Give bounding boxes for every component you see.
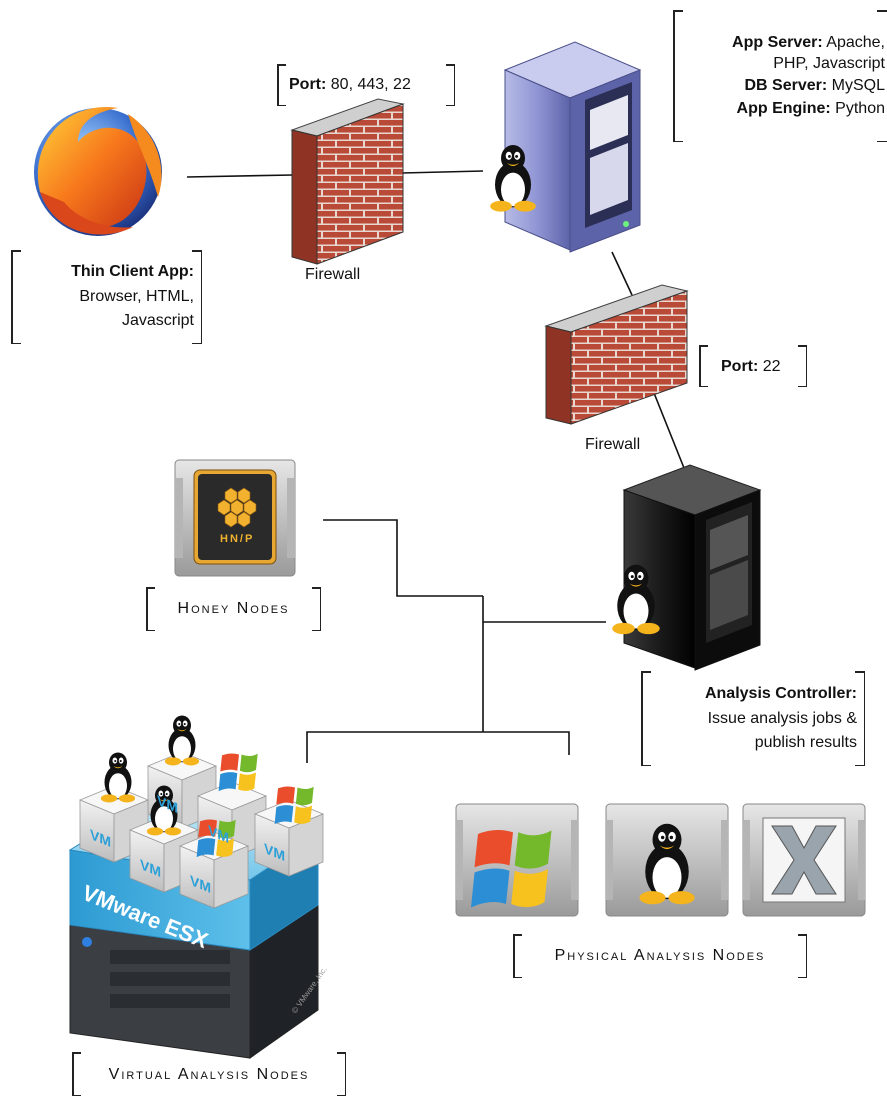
firewall-icon-1 bbox=[290, 98, 405, 265]
physical-macosx-node bbox=[742, 803, 866, 917]
port-mid-label: Port: 22 bbox=[721, 358, 781, 375]
honey-nodes-bracket: Honey Nodes bbox=[146, 587, 321, 631]
virtual-nodes-label: Virtual Analysis Nodes bbox=[108, 1066, 310, 1083]
physical-windows-node bbox=[455, 803, 579, 917]
db-server-label: DB Server: MySQL bbox=[744, 77, 886, 94]
port-top-label: Port: 80, 443, 22 bbox=[289, 76, 411, 93]
analysis-controller-line3: publish results bbox=[754, 734, 857, 751]
thin-client-title: Thin Client App: bbox=[71, 263, 194, 280]
thin-client-bracket: Thin Client App: Browser, HTML, Javascri… bbox=[11, 250, 202, 344]
analysis-controller-icon bbox=[612, 464, 762, 671]
analysis-controller-line2: Issue analysis jobs & bbox=[707, 710, 857, 727]
app-engine-label: App Engine: Python bbox=[736, 100, 885, 117]
honeynet-label: HN/P bbox=[220, 533, 255, 545]
analysis-controller-bracket: Analysis Controller: Issue analysis jobs… bbox=[641, 671, 865, 766]
thin-client-line3: Javascript bbox=[121, 312, 194, 329]
physical-nodes-bracket: Physical Analysis Nodes bbox=[513, 934, 807, 978]
firewall-label-1: Firewall bbox=[305, 266, 361, 283]
thin-client-line2: Browser, HTML, bbox=[79, 288, 194, 305]
virtual-nodes-bracket: Virtual Analysis Nodes bbox=[72, 1052, 346, 1096]
physical-nodes-label: Physical Analysis Nodes bbox=[554, 947, 766, 964]
physical-linux-node bbox=[605, 803, 729, 917]
port-top-bracket: Port: 80, 443, 22 bbox=[277, 64, 455, 106]
honey-nodes-label: Honey Nodes bbox=[177, 600, 290, 617]
connector-lines bbox=[186, 170, 689, 763]
app-server-label: App Server: Apache, bbox=[732, 34, 885, 51]
firewall-icon-2 bbox=[544, 284, 689, 425]
analysis-controller-title: Analysis Controller: bbox=[704, 685, 857, 702]
honeynet-icon bbox=[174, 459, 296, 577]
app-server-icon bbox=[490, 41, 642, 253]
port-mid-bracket: Port: 22 bbox=[699, 345, 807, 387]
app-server-line2: PHP, Javascript bbox=[773, 55, 885, 72]
app-server-bracket: App Server: Apache, PHP, Javascript DB S… bbox=[673, 10, 887, 142]
firefox-icon bbox=[34, 107, 162, 236]
firewall-label-2: Firewall bbox=[585, 436, 641, 453]
vmware-esx-icon bbox=[68, 715, 324, 1059]
